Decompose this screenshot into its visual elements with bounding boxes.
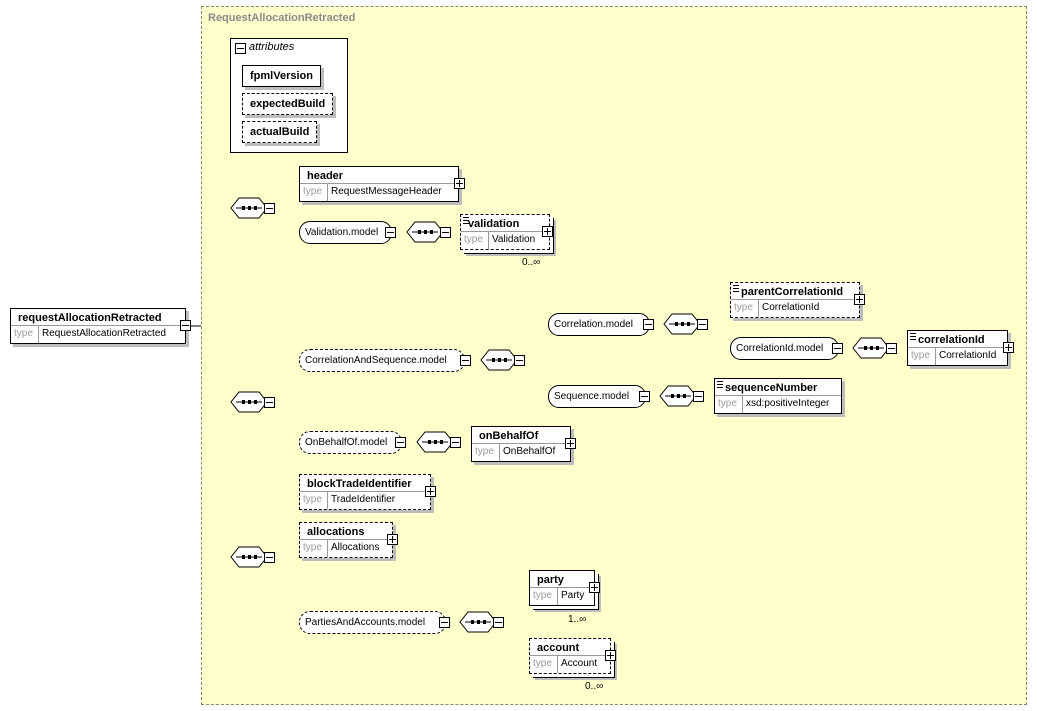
sequence-compositor[interactable]: [230, 546, 268, 568]
element-name: party: [537, 574, 564, 586]
collapse-toggle[interactable]: [514, 355, 525, 366]
collapse-toggle[interactable]: [235, 43, 246, 54]
expand-toggle[interactable]: [854, 294, 865, 305]
expand-toggle[interactable]: [565, 438, 576, 449]
group-validation-model[interactable]: Validation.model: [299, 221, 392, 244]
collapse-toggle[interactable]: [832, 343, 843, 354]
group-sequence-model[interactable]: Sequence.model: [548, 385, 646, 408]
collapse-toggle[interactable]: [264, 203, 275, 214]
expand-toggle[interactable]: [454, 178, 465, 189]
sequence-compositor[interactable]: [230, 391, 268, 413]
element-name: onBehalfOf: [479, 430, 539, 442]
collapse-toggle[interactable]: [697, 319, 708, 330]
expand-toggle[interactable]: [387, 534, 398, 545]
expand-toggle[interactable]: [1003, 342, 1014, 353]
sequence-compositor[interactable]: [230, 197, 268, 219]
group-correlation-and-sequence-model[interactable]: CorrelationAndSequence.model: [299, 349, 465, 372]
element-name: requestAllocationRetracted: [18, 312, 162, 324]
collapse-toggle[interactable]: [460, 355, 471, 366]
collapse-toggle[interactable]: [440, 227, 451, 238]
collapse-toggle[interactable]: [886, 343, 897, 354]
collapse-toggle[interactable]: [450, 437, 461, 448]
collapse-toggle[interactable]: [264, 397, 275, 408]
group-on-behalf-of-model[interactable]: OnBehalfOf.model: [299, 431, 402, 454]
cardinality-label: 0..∞: [522, 257, 541, 268]
expand-toggle[interactable]: [605, 650, 616, 661]
documentation-icon: [717, 381, 723, 388]
cardinality-label: 0..∞: [585, 681, 604, 692]
expand-toggle[interactable]: [542, 226, 553, 237]
sequence-compositor[interactable]: [480, 349, 518, 371]
sequence-compositor[interactable]: [663, 313, 701, 335]
documentation-icon: [463, 217, 469, 224]
attribute-fpmlversion[interactable]: fpmlVersion: [242, 65, 321, 87]
element-name: allocations: [307, 526, 365, 538]
collapse-toggle[interactable]: [493, 617, 504, 628]
collapse-toggle[interactable]: [693, 391, 704, 402]
documentation-icon: [910, 333, 916, 340]
expand-toggle[interactable]: [425, 486, 436, 497]
collapse-toggle[interactable]: [385, 227, 396, 238]
element-name: parentCorrelationId: [741, 286, 844, 298]
sequence-compositor[interactable]: [406, 221, 444, 243]
sequence-compositor[interactable]: [852, 337, 890, 359]
element-name: correlationId: [918, 334, 985, 346]
collapse-toggle[interactable]: [180, 320, 191, 331]
element-name: sequenceNumber: [725, 382, 818, 394]
collapse-toggle[interactable]: [264, 552, 275, 563]
sequence-compositor[interactable]: [416, 431, 454, 453]
element-name: account: [537, 642, 580, 654]
documentation-icon: [733, 285, 739, 292]
collapse-toggle[interactable]: [639, 391, 650, 402]
sequence-compositor[interactable]: [459, 611, 497, 633]
attribute-actualbuild[interactable]: actualBuild: [242, 121, 318, 143]
attribute-expectedbuild[interactable]: expectedBuild: [242, 93, 334, 115]
collapse-toggle[interactable]: [395, 437, 406, 448]
expand-toggle[interactable]: [589, 582, 600, 593]
collapse-toggle[interactable]: [439, 617, 450, 628]
group-parties-and-accounts-model[interactable]: PartiesAndAccounts.model: [299, 611, 446, 634]
element-name: header: [307, 170, 344, 182]
frame-title: RequestAllocationRetracted: [208, 12, 356, 24]
element-name: validation: [468, 218, 520, 230]
group-correlation-model[interactable]: Correlation.model: [548, 313, 650, 336]
group-correlation-id-model[interactable]: CorrelationId.model: [730, 337, 839, 360]
cardinality-label: 1..∞: [568, 614, 587, 625]
attributes-title: attributes: [249, 41, 295, 53]
collapse-toggle[interactable]: [643, 319, 654, 330]
sequence-compositor[interactable]: [659, 385, 697, 407]
element-name: blockTradeIdentifier: [307, 478, 412, 490]
